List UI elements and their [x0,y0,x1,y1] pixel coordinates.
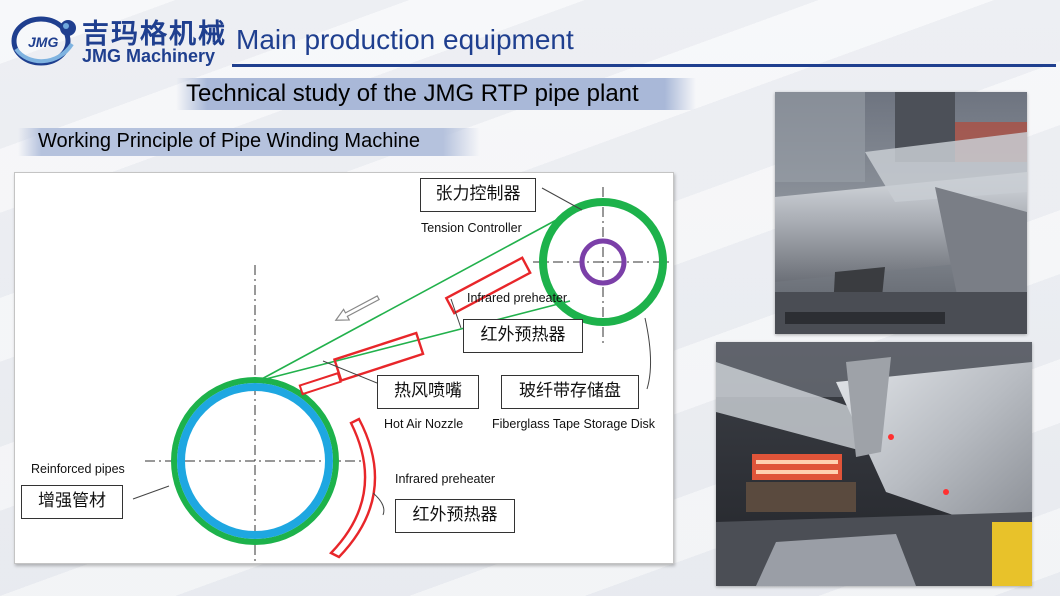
storage-disk-cn-box: 玻纤带存储盘 [501,375,639,409]
leader-reinforced-pipes [132,485,170,500]
subtitle-text: Technical study of the JMG RTP pipe plan… [186,80,639,107]
leader-tension-controller [541,187,583,211]
reinforced-pipes-cn-box: 增强管材 [21,485,123,519]
direction-arrow [334,295,380,321]
tension-controller-ring [579,238,627,286]
infrared-preheater-top-cn-box: 红外预热器 [463,319,583,353]
infrared-preheater-top [444,256,532,315]
tape-lower-line [257,300,571,382]
winding-diagram: 张力控制器 Tension Controller Infrared prehea… [14,172,674,564]
hot-air-nozzle [298,331,425,396]
jmg-logo: JMG [11,16,76,66]
pipe-inner-ring [177,383,333,539]
title-underline [232,64,1056,67]
infrared-preheater-bottom [329,417,377,559]
reinforced-pipes-en: Reinforced pipes [31,462,125,476]
storage-disk-ring [539,198,667,326]
winding-machine-photo-top [775,92,1027,334]
leader-storage-disk [644,317,652,390]
winding-machine-photo-bottom [716,342,1032,586]
tension-controller-cn-box: 张力控制器 [420,178,536,212]
page-title: Main production equipment [236,24,574,55]
logo-text: JMG [28,34,58,50]
section-banner: Working Principle of Pipe Winding Machin… [18,128,480,156]
infrared-preheater-bottom-cn-box: 红外预热器 [395,499,515,533]
diagram-drawing [132,187,673,561]
brand-name-en: JMG Machinery [82,46,216,66]
brand-name-cn: 吉玛格机械 [82,19,227,50]
infrared-preheater-bottom-en: Infrared preheater [395,472,496,486]
leader-infrared-top [450,298,462,329]
hot-air-nozzle-en: Hot Air Nozzle [384,417,464,431]
subtitle-banner: Technical study of the JMG RTP pipe plan… [176,78,696,110]
leader-hot-air [322,360,378,384]
tension-controller-en: Tension Controller [421,221,522,235]
section-label-text: Working Principle of Pipe Winding Machin… [38,130,421,152]
storage-disk-en: Fiberglass Tape Storage Disk [492,417,656,431]
leader-infrared-bottom [372,492,385,516]
hot-air-nozzle-cn-box: 热风喷嘴 [377,375,479,409]
infrared-preheater-top-en: Infrared preheater [467,291,568,305]
tape-upper-line [257,217,561,382]
pipe-outer-ring [171,377,339,545]
